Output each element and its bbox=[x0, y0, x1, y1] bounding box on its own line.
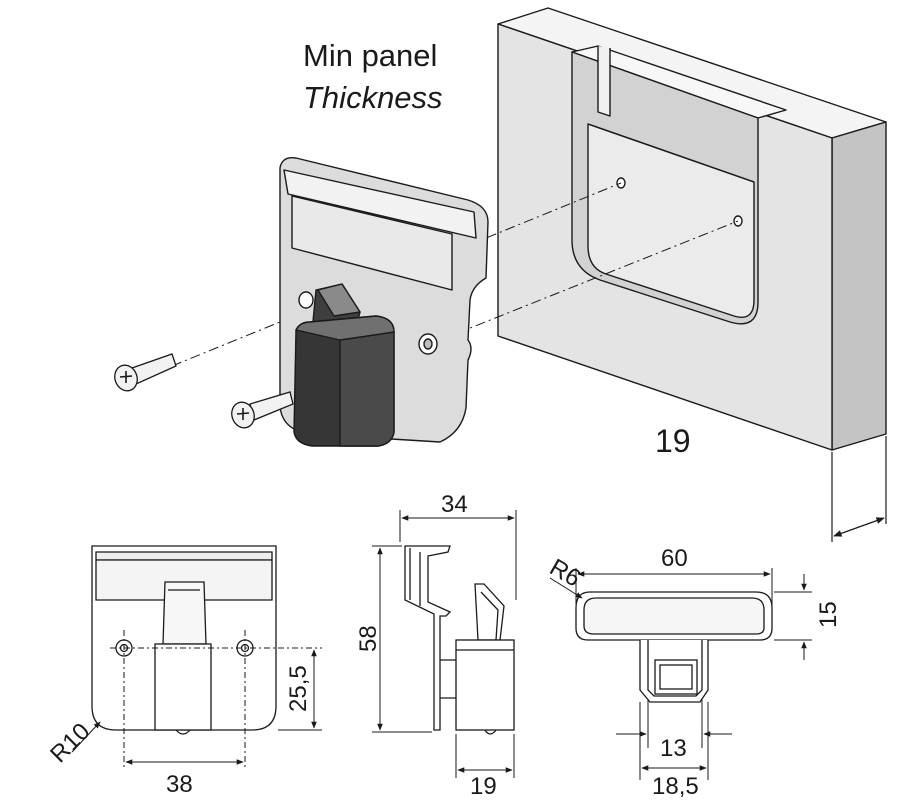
side-view bbox=[404, 545, 515, 735]
top-view bbox=[575, 591, 773, 703]
top-inner-label: 13 bbox=[660, 735, 687, 762]
screw-lower bbox=[231, 391, 294, 429]
top-outer-label: 18,5 bbox=[652, 773, 699, 800]
top-height-label: 15 bbox=[815, 601, 842, 628]
front-height-label: 58 bbox=[355, 625, 382, 652]
latch-hole-right-inner bbox=[423, 338, 433, 350]
latch-catch-top bbox=[317, 283, 361, 317]
latch-lip-inner bbox=[291, 195, 453, 291]
push-button-top bbox=[295, 315, 395, 341]
back-lip bbox=[95, 551, 273, 561]
back-view-dims bbox=[71, 630, 322, 770]
back-hole-spacing-label: 38 bbox=[166, 771, 193, 798]
top-button-slot bbox=[654, 659, 698, 695]
latch-lip bbox=[283, 169, 477, 239]
latch-body bbox=[279, 157, 489, 447]
panel-side-face bbox=[831, 121, 887, 451]
back-view bbox=[91, 545, 277, 735]
push-button-face bbox=[339, 331, 395, 447]
back-button bbox=[154, 643, 212, 731]
back-lip-body bbox=[95, 559, 273, 601]
side-catch bbox=[474, 583, 505, 641]
screw-upper bbox=[114, 353, 177, 392]
top-length-label: 60 bbox=[661, 545, 688, 572]
side-plate bbox=[404, 545, 452, 731]
latch-hole-left bbox=[298, 291, 314, 309]
caption-line-2: Thickness bbox=[303, 80, 443, 115]
pocket-floor bbox=[587, 123, 755, 318]
side-button bbox=[455, 639, 515, 731]
thickness-dimension bbox=[831, 436, 887, 542]
back-radius-label: R10 bbox=[45, 718, 95, 768]
pocket-slot-edge bbox=[597, 46, 611, 117]
back-hole-height-label: 25,5 bbox=[285, 665, 312, 712]
top-view-dims bbox=[549, 568, 812, 780]
front-bottom-label: 19 bbox=[470, 773, 497, 800]
front-width-label: 34 bbox=[441, 491, 468, 518]
side-view-dims bbox=[372, 510, 517, 778]
caption-line-1: Min panel bbox=[303, 38, 438, 73]
panel-block bbox=[497, 7, 887, 451]
panel-thickness-label: 19 bbox=[655, 423, 691, 459]
back-tongue bbox=[162, 581, 207, 645]
top-radius-label: R6 bbox=[545, 554, 585, 593]
pocket-ledge bbox=[587, 123, 755, 183]
